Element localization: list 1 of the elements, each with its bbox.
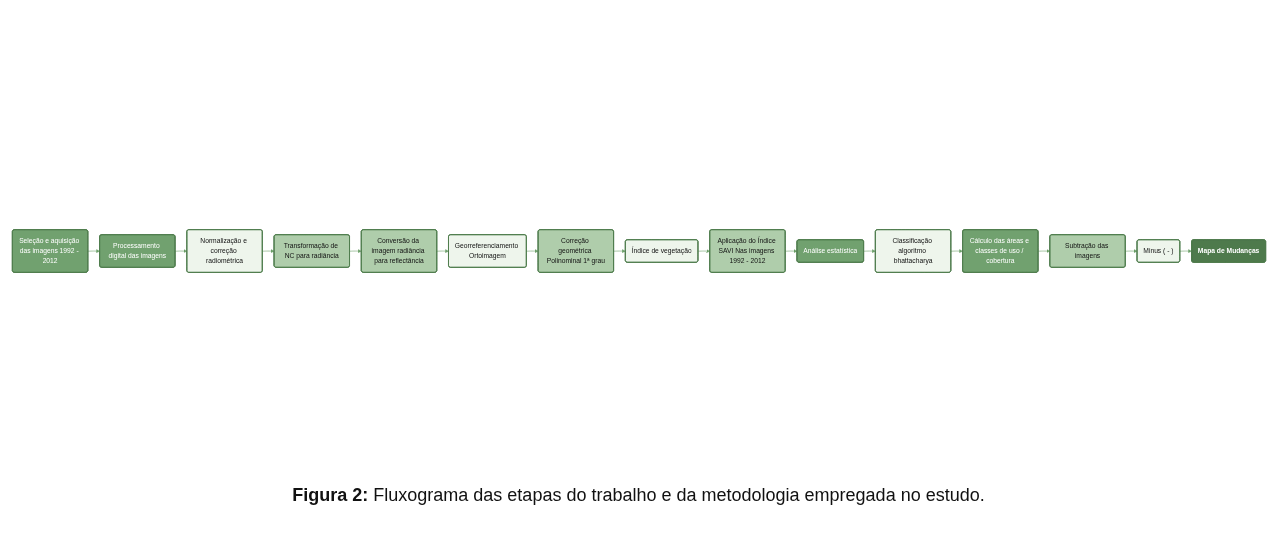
figure-caption: Figura 2: Fluxograma das etapas do trabalho e da metodologia empregada no estudo. bbox=[292, 485, 985, 506]
